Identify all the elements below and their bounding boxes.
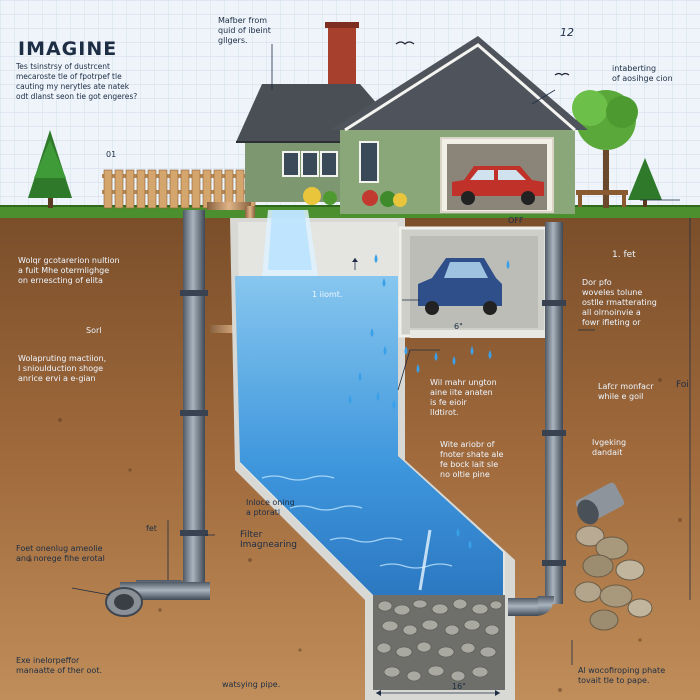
waterfall xyxy=(262,210,318,276)
label-off: OFF xyxy=(508,216,524,225)
label-left-block-2: Wolapruting mactiion, I snioulduction sh… xyxy=(18,354,107,383)
label-right-block-2: Lafcr monfacr while e goil xyxy=(598,382,654,401)
label-left-block-1: Wolqr gcotarerion nultion a fuit Mhe ote… xyxy=(18,256,120,285)
house xyxy=(236,22,588,214)
red-car-icon xyxy=(452,166,544,205)
pine-tree-right xyxy=(628,158,662,207)
house-main-roof xyxy=(330,36,588,130)
garden-shrubs xyxy=(303,187,407,207)
measurement-arrows xyxy=(352,258,500,696)
left-drain-pipe xyxy=(105,210,210,617)
diagram-title: IMAGINE xyxy=(18,38,118,60)
label-right-block-1: Dor pfo woveles tolune ostlle rmatterati… xyxy=(582,278,657,327)
drip-stream xyxy=(418,529,432,591)
label-bottom-left: Exe inelorpeffor manaatte of ther oot. xyxy=(16,656,102,675)
label-bottom-right: Al wocofiroping phate tovait tle to pape… xyxy=(578,666,666,685)
label-garage-measure: 6" xyxy=(454,322,463,331)
soil-speckles xyxy=(28,278,682,692)
water-droplets xyxy=(348,254,510,549)
label-top-right-note: intaberting of aosihge cion xyxy=(612,64,673,83)
water-ripples xyxy=(261,475,453,569)
label-left-small: 01 xyxy=(106,150,117,159)
label-top-water: Mafber from quid of ibeint gllgers. xyxy=(218,16,271,45)
label-fet: fet xyxy=(146,524,157,533)
label-bottom-measure: 16" xyxy=(452,682,466,691)
intro-text: Tes tsinstrsy of dustrcent mecaroste tle… xyxy=(16,62,138,101)
label-center-block-2: Wite ariobr of fnoter shate ale fe bock … xyxy=(440,440,504,479)
label-bottom-pipe: watsying pipe. xyxy=(222,680,281,689)
water-basin xyxy=(235,276,503,595)
label-tank-caption: Inloce oning a ptoratl xyxy=(246,498,295,517)
label-filter: Filter Imagnearing xyxy=(240,530,298,550)
annotation-leaders xyxy=(71,44,691,694)
label-right-block-3: Ivgeking dandait xyxy=(592,438,627,457)
label-left-block-3: Foet onenlug ameolie and norege fihe ero… xyxy=(16,544,105,563)
pine-tree-left xyxy=(28,130,72,208)
basement-garage xyxy=(398,226,548,338)
wooden-fence xyxy=(102,169,258,209)
birds xyxy=(395,41,570,76)
gravel-stones xyxy=(376,598,503,682)
label-center-block-1: Wil mahr ungton aine iite anaten is fe e… xyxy=(430,378,497,417)
right-drain-pipe xyxy=(508,222,566,616)
label-top-right-number: 12 xyxy=(560,26,574,39)
deciduous-tree-right xyxy=(572,90,638,208)
blue-car-icon xyxy=(418,258,502,315)
rock-drain-outlet xyxy=(574,482,653,631)
park-bench xyxy=(576,190,628,207)
label-fall-note: 1 iiomt. xyxy=(312,290,343,299)
house-windows xyxy=(282,141,379,183)
label-right-axis: Foi xyxy=(676,380,689,390)
label-soil-left: Sorl xyxy=(86,326,102,335)
label-right-fot: 1. fet xyxy=(612,250,636,260)
